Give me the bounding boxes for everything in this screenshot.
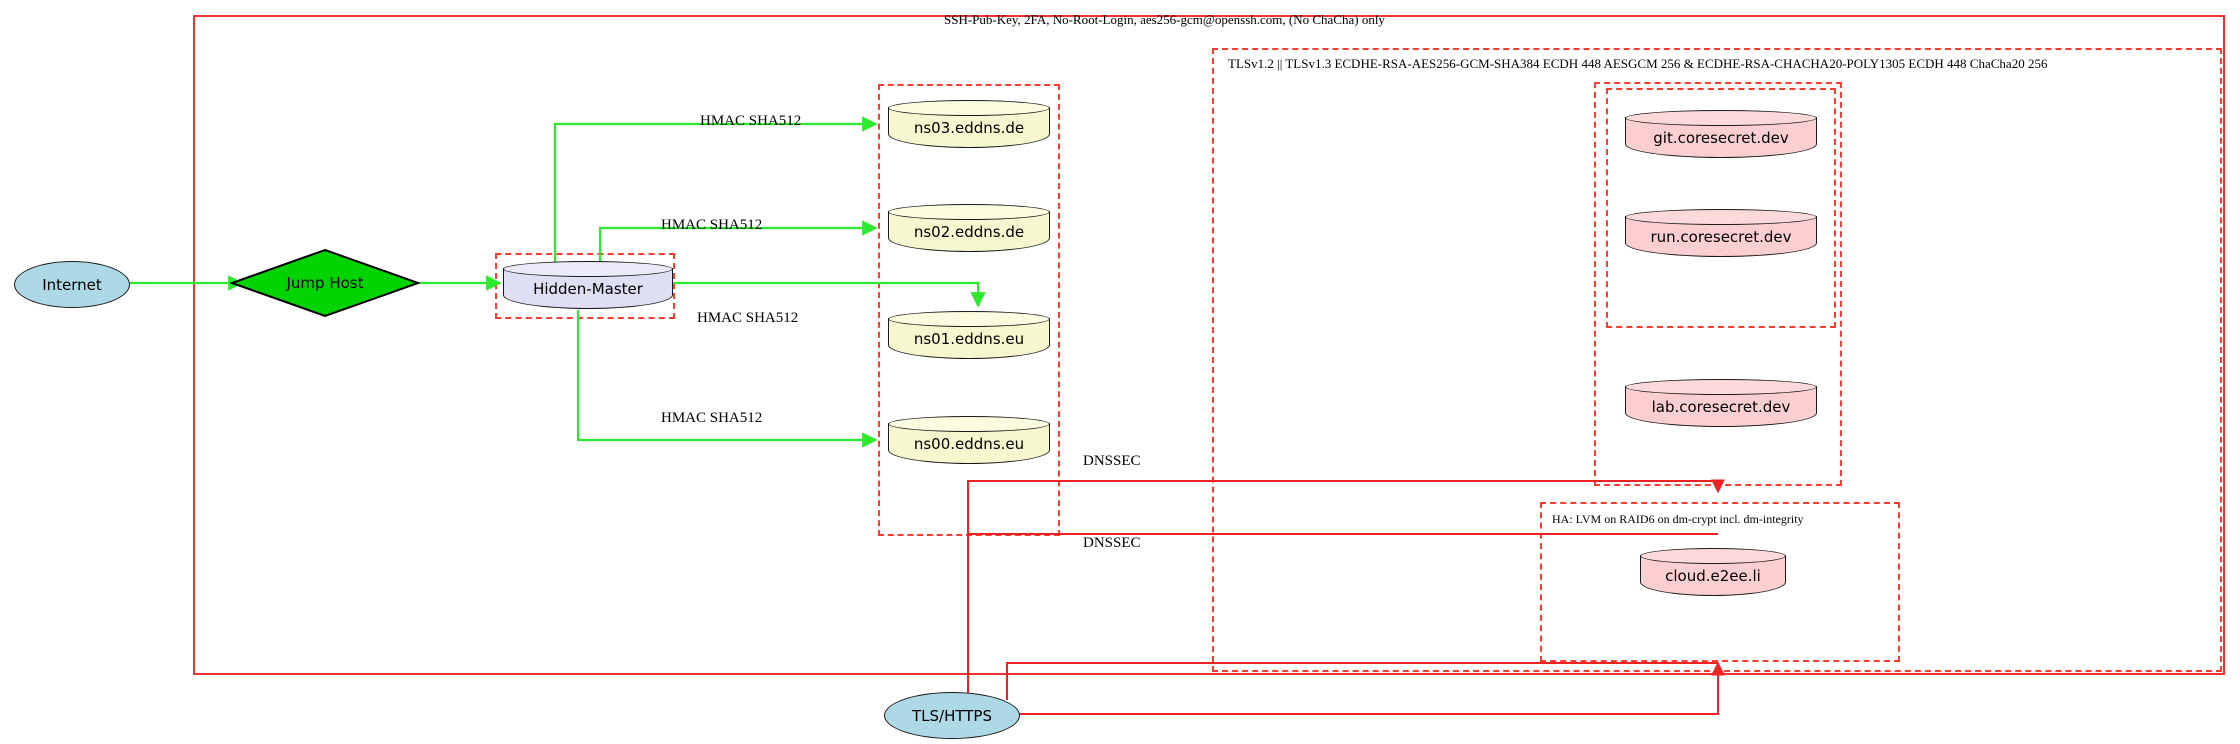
node-internet-label: Internet	[42, 275, 102, 294]
node-ns02-top	[888, 204, 1050, 220]
edge-label-hmac-4: HMAC SHA512	[661, 410, 763, 426]
node-jump-host-label: Jump Host	[286, 274, 364, 292]
node-tls-https-label: TLS/HTTPS	[911, 706, 992, 725]
cluster-dns-boundary	[878, 84, 1060, 536]
node-ns01-top	[888, 311, 1050, 327]
edge-label-dnssec-2: DNSSEC	[1083, 535, 1141, 551]
node-ns02-label: ns02.eddns.de	[913, 222, 1025, 241]
node-internet[interactable]: Internet	[14, 261, 130, 308]
node-run-top	[1625, 209, 1817, 225]
node-ns00[interactable]: ns00.eddns.eu	[888, 416, 1050, 464]
node-cloud-label: cloud.e2ee.li	[1665, 566, 1761, 585]
node-hidden-master-top	[503, 261, 673, 277]
node-git-top	[1625, 110, 1817, 126]
node-lab-coresecret[interactable]: lab.coresecret.dev	[1625, 379, 1817, 427]
node-git-label: git.coresecret.dev	[1653, 128, 1789, 147]
node-ns02[interactable]: ns02.eddns.de	[888, 204, 1050, 252]
node-ns01-label: ns01.eddns.eu	[913, 329, 1025, 348]
node-lab-label: lab.coresecret.dev	[1651, 397, 1791, 416]
node-cloud-e2ee[interactable]: cloud.e2ee.li	[1640, 548, 1786, 596]
node-jump-host[interactable]: Jump Host	[230, 248, 420, 318]
node-hidden-master-label: Hidden-Master	[533, 279, 643, 298]
cluster-gitrun-boundary	[1606, 88, 1836, 328]
node-ns00-label: ns00.eddns.eu	[913, 434, 1025, 453]
node-cloud-top	[1640, 548, 1786, 564]
node-lab-top	[1625, 379, 1817, 395]
cluster-ssh-label: SSH-Pub-Key, 2FA, No-Root-Login, aes256-…	[944, 12, 1385, 27]
node-ns03-label: ns03.eddns.de	[913, 118, 1025, 137]
node-ns03[interactable]: ns03.eddns.de	[888, 100, 1050, 148]
node-ns01[interactable]: ns01.eddns.eu	[888, 311, 1050, 359]
node-git-coresecret[interactable]: git.coresecret.dev	[1625, 110, 1817, 158]
node-hidden-master[interactable]: Hidden-Master	[503, 261, 673, 309]
edge-label-dnssec-1: DNSSEC	[1083, 453, 1141, 469]
node-run-coresecret[interactable]: run.coresecret.dev	[1625, 209, 1817, 257]
edge-label-hmac-1: HMAC SHA512	[700, 113, 802, 129]
node-run-label: run.coresecret.dev	[1650, 227, 1792, 246]
cluster-ha-label: HA: LVM on RAID6 on dm-crypt incl. dm-in…	[1552, 512, 1804, 526]
node-ns00-top	[888, 416, 1050, 432]
edge-label-hmac-3: HMAC SHA512	[697, 310, 799, 326]
cluster-tls-label: TLSv1.2 || TLSv1.3 ECDHE-RSA-AES256-GCM-…	[1228, 56, 2048, 71]
node-tls-https[interactable]: TLS/HTTPS	[884, 692, 1020, 739]
edge-label-hmac-2: HMAC SHA512	[661, 217, 763, 233]
node-ns03-top	[888, 100, 1050, 116]
